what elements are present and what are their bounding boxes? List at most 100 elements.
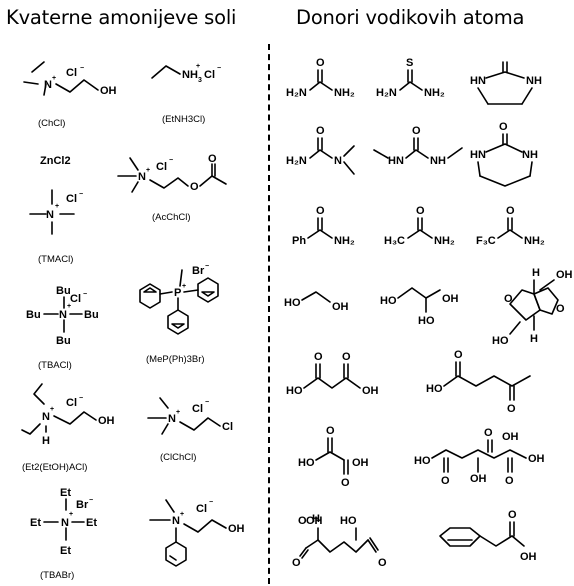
svg-text:O: O xyxy=(292,557,301,569)
svg-text:HO: HO xyxy=(286,385,303,397)
svg-text:H₂N: H₂N xyxy=(286,155,307,167)
svg-text:P: P xyxy=(174,287,181,299)
svg-text:O: O xyxy=(341,477,350,489)
svg-text:HO: HO xyxy=(340,515,357,527)
structure-levulinic-acid: HO O O xyxy=(426,349,531,415)
structure-benzyl-dimethylammonium: N + Cl − OH xyxy=(149,499,245,567)
structure-tmacl: N + Cl − (TMACl) xyxy=(29,189,83,265)
svg-text:NH: NH xyxy=(430,155,446,167)
svg-text:Cl: Cl xyxy=(204,69,215,81)
caption-et2etohacl: (Et2(EtOH)ACl) xyxy=(22,462,87,473)
svg-text:−: − xyxy=(205,263,209,270)
svg-text:Cl: Cl xyxy=(70,293,81,305)
svg-text:OH: OH xyxy=(100,85,117,97)
structure-mepph3br: P + Br − (MeP(Ph)3Br) xyxy=(139,263,219,365)
svg-text:HN: HN xyxy=(470,149,486,161)
svg-text:−: − xyxy=(79,395,83,402)
svg-text:O: O xyxy=(508,509,517,521)
svg-text:+: + xyxy=(182,283,186,290)
svg-text:+: + xyxy=(69,511,73,518)
svg-text:O: O xyxy=(208,153,217,165)
structure-ethylene-glycol: HO OH xyxy=(284,291,349,313)
svg-text:−: − xyxy=(89,497,93,504)
svg-text:H: H xyxy=(42,435,50,447)
svg-text:O: O xyxy=(441,475,450,487)
svg-text:O: O xyxy=(298,515,307,527)
svg-text:NH₂: NH₂ xyxy=(334,87,355,99)
svg-text:N: N xyxy=(61,517,69,529)
caption-etnh3cl: (EtNH3Cl) xyxy=(162,114,205,125)
svg-text:3: 3 xyxy=(198,77,202,84)
svg-text:N: N xyxy=(138,171,146,183)
svg-text:Br: Br xyxy=(192,265,205,277)
svg-text:N: N xyxy=(59,309,67,321)
svg-text:Bu: Bu xyxy=(56,285,71,297)
heading-hydrogen-bond-donors: Donori vodikovih atoma xyxy=(296,6,525,29)
svg-text:H: H xyxy=(530,333,538,345)
svg-text:Cl: Cl xyxy=(66,67,77,79)
svg-text:+: + xyxy=(50,406,54,413)
svg-text:O: O xyxy=(416,205,425,217)
svg-text:NH₂: NH₂ xyxy=(424,87,445,99)
svg-text:NH₂: NH₂ xyxy=(434,235,455,247)
svg-text:N: N xyxy=(168,413,176,425)
svg-text:O: O xyxy=(454,349,463,361)
svg-text:NH: NH xyxy=(182,69,198,81)
svg-text:−: − xyxy=(209,499,213,506)
svg-text:OH: OH xyxy=(228,523,245,535)
svg-text:HN: HN xyxy=(388,155,404,167)
svg-text:OH: OH xyxy=(332,301,349,313)
structure-oxalic-acid: HO O O OH xyxy=(298,425,369,489)
caption-tmacl: (TMACl) xyxy=(38,254,73,265)
svg-text:O: O xyxy=(314,351,323,363)
svg-text:O: O xyxy=(499,121,508,133)
svg-text:HO: HO xyxy=(426,383,443,395)
structure-imidazolidinone: HN NH xyxy=(470,61,542,105)
svg-text:Et: Et xyxy=(86,517,97,529)
svg-text:O: O xyxy=(342,351,351,363)
svg-text:OH: OH xyxy=(556,269,573,281)
svg-text:−: − xyxy=(79,191,83,198)
svg-text:−: − xyxy=(205,399,209,406)
svg-text:N: N xyxy=(44,79,52,91)
svg-text:N: N xyxy=(172,515,180,527)
svg-text:Et: Et xyxy=(60,545,71,557)
svg-text:Br: Br xyxy=(76,499,89,511)
structure-phenylacetic-acid: O OH xyxy=(439,509,537,563)
svg-text:N: N xyxy=(334,155,342,167)
svg-text:NH₂: NH₂ xyxy=(524,235,545,247)
svg-text:OH: OH xyxy=(502,431,519,443)
svg-text:O: O xyxy=(190,181,199,193)
svg-text:O: O xyxy=(316,205,325,217)
svg-text:OH: OH xyxy=(306,515,323,527)
structure-chcl: N + Cl − OH (ChCl) xyxy=(23,61,117,129)
svg-text:HO: HO xyxy=(284,297,301,309)
svg-text:Ph: Ph xyxy=(292,235,306,247)
svg-text:Et: Et xyxy=(30,517,41,529)
svg-text:HO: HO xyxy=(414,455,431,467)
svg-text:Bu: Bu xyxy=(84,309,99,321)
svg-text:+: + xyxy=(180,511,184,518)
structure-acetamide: H₃C O NH₂ xyxy=(384,205,455,247)
svg-text:+: + xyxy=(146,167,150,174)
structure-glycerol: HO HO OH xyxy=(380,287,459,327)
caption-acchcl: (AcChCl) xyxy=(152,212,191,223)
svg-text:OH: OH xyxy=(528,453,545,465)
svg-text:+: + xyxy=(196,63,200,70)
svg-text:O: O xyxy=(412,125,421,137)
caption-clchcl: (ClChCl) xyxy=(160,452,196,463)
structure-tetrahydropyrimidinone: O HN NH xyxy=(470,121,538,187)
caption-mepph3br: (MeP(Ph)3Br) xyxy=(146,354,205,365)
svg-text:OH: OH xyxy=(520,551,537,563)
svg-text:OH: OH xyxy=(98,415,115,427)
svg-text:O: O xyxy=(316,125,325,137)
structure-zncl2: ZnCl2 xyxy=(40,155,71,167)
svg-text:Et: Et xyxy=(60,487,71,499)
structure-n-n-dimethylurea: H₂N O N xyxy=(286,125,355,175)
svg-text:−: − xyxy=(83,291,87,298)
structure-urea: H₂N O NH₂ xyxy=(286,57,355,99)
svg-text:F₃C: F₃C xyxy=(476,235,496,247)
structure-acchcl: N + Cl − O O (AcChCl) xyxy=(117,153,227,223)
svg-text:Cl: Cl xyxy=(66,397,77,409)
